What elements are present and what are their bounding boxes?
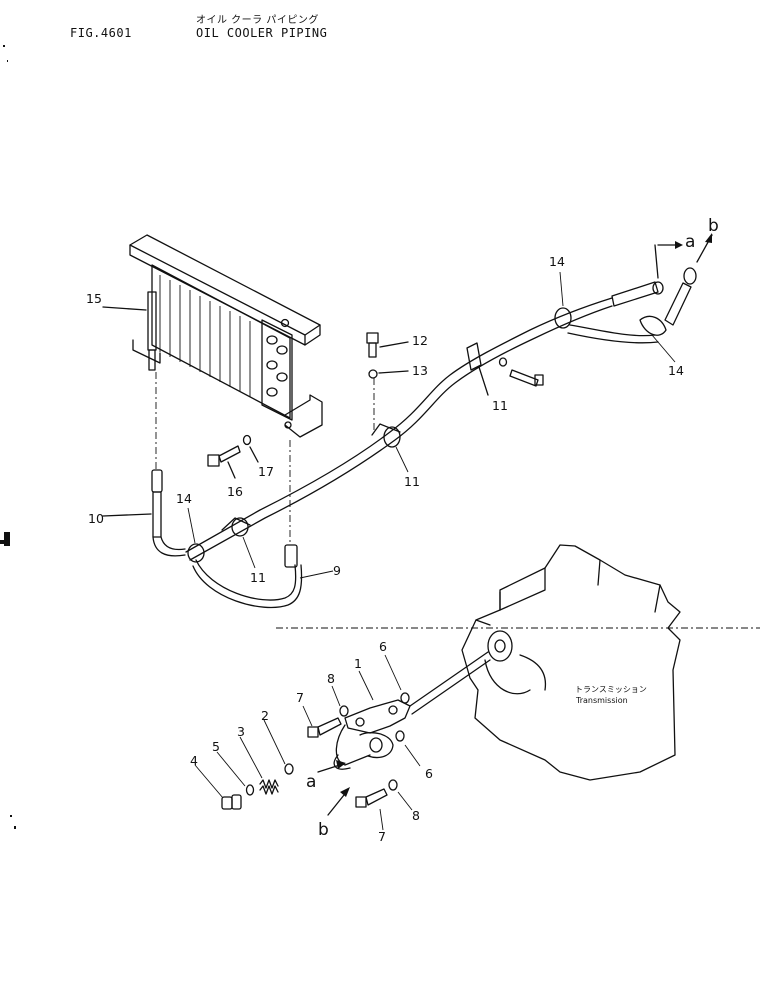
label-7-upper: 7	[296, 690, 304, 705]
item-12-13-bolt-washer	[366, 332, 409, 379]
label-14-upper: 14	[549, 254, 565, 269]
label-1: 1	[354, 656, 362, 671]
label-b-top: b	[708, 216, 719, 236]
alignment-lines	[155, 372, 760, 629]
label-11: 11	[250, 570, 266, 585]
label-8-upper: 8	[327, 671, 335, 686]
item-11-upper-clamp	[466, 342, 544, 396]
figure-number: FIG.4601	[70, 26, 132, 40]
label-13: 13	[412, 363, 428, 378]
label-14: 14	[176, 491, 192, 506]
hose-10	[102, 469, 186, 557]
scan-marks	[0, 45, 16, 829]
item-16-17-bolt-washer	[207, 434, 259, 479]
upper-right-fittings	[611, 267, 697, 336]
label-16: 16	[227, 484, 243, 499]
label-10: 10	[88, 511, 104, 526]
label-a-top: a	[685, 232, 695, 252]
label-9: 9	[333, 563, 341, 578]
label-7-lower: 7	[378, 829, 386, 844]
label-a-bottom: a	[306, 772, 316, 792]
label-2: 2	[261, 708, 269, 723]
label-12: 12	[412, 333, 428, 348]
label-11-mid: 11	[404, 474, 420, 489]
label-14-right: 14	[668, 363, 684, 378]
item-15-fitting	[102, 291, 157, 371]
transmission-label: Transmission	[575, 696, 628, 705]
label-17: 17	[258, 464, 274, 479]
label-5: 5	[212, 739, 220, 754]
label-6-lower: 6	[425, 766, 433, 781]
label-3: 3	[237, 724, 245, 739]
label-4: 4	[190, 753, 198, 768]
connection-arrows-top	[654, 233, 713, 279]
transmission-housing	[461, 544, 681, 781]
transmission-label-jp: トランスミッション	[575, 685, 647, 694]
oil-cooler-tube	[185, 297, 659, 609]
valve-block-item-1	[333, 651, 491, 770]
connection-arrows-bottom	[317, 760, 350, 816]
leader-lines	[187, 271, 676, 579]
label-b-bottom: b	[318, 820, 329, 840]
part-labels: 15 10 14 11 9 16 17 11 12 13 11 14 14 a …	[86, 216, 719, 844]
label-8-lower: 8	[412, 808, 420, 823]
oil-cooler	[129, 234, 323, 438]
label-6-upper: 6	[379, 639, 387, 654]
small-parts	[194, 654, 421, 831]
diagram-title: OIL COOLER PIPING	[196, 26, 328, 40]
title-japanese: オイル クーラ パイピング	[196, 15, 319, 26]
label-11-upper: 11	[492, 398, 508, 413]
label-15: 15	[86, 291, 102, 306]
